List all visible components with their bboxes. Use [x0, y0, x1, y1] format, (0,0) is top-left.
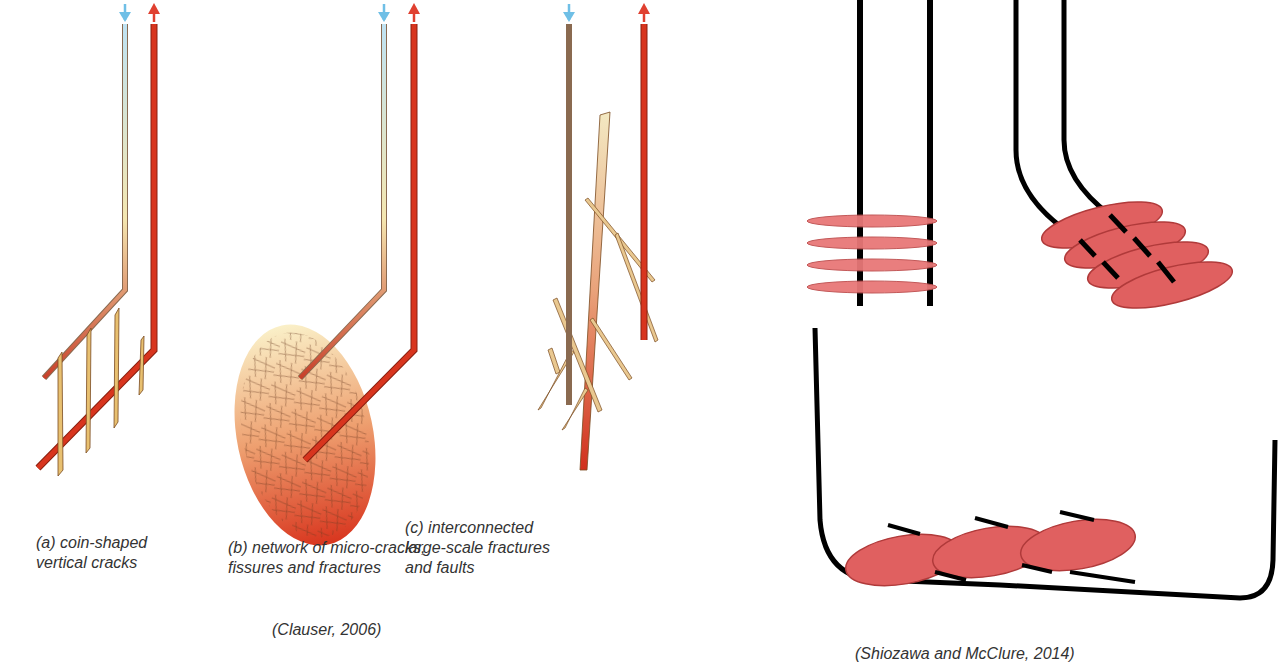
outflow-arrow-head: [148, 3, 160, 14]
panel-caption: (c) interconnected large-scale fractures…: [405, 518, 573, 578]
vertical-cracks: [58, 308, 144, 476]
fractures: [538, 198, 658, 430]
panel-c: [538, 3, 658, 470]
injection-well: [300, 24, 384, 378]
outflow-arrow: [638, 3, 650, 14]
inflow-arrow-head: [119, 12, 131, 22]
panel-vertical-wells: [807, 0, 937, 306]
well-segments: [888, 512, 1135, 582]
source-citation: (Clauser, 2006): [272, 620, 472, 640]
source-citation: (Shiozawa and McClure, 2014): [855, 644, 1215, 664]
production-well: [38, 24, 154, 468]
production-well: [642, 24, 647, 340]
panel-a: [38, 3, 160, 476]
stimulated-volume: [215, 311, 395, 558]
fault: [580, 112, 610, 470]
horizontal-well: [815, 328, 1275, 598]
outflow-arrow: [408, 3, 420, 14]
well-segments: [1080, 215, 1174, 282]
hydraulic-fractures: [807, 215, 937, 293]
injection-well: [567, 24, 571, 405]
panel-deviated-wells: [1016, 0, 1237, 317]
injection-well: [44, 24, 125, 378]
panel-caption: (a) coin-shaped vertical cracks: [36, 533, 176, 573]
inflow-arrow: [378, 12, 390, 22]
micro-crack-network: [223, 320, 388, 549]
production-well: [305, 24, 414, 460]
deviated-wells: [1016, 0, 1110, 240]
panel-horizontal-well: [815, 328, 1275, 598]
inflow-arrow: [563, 12, 575, 22]
hydraulic-fractures: [842, 511, 1140, 593]
panel-b: [215, 3, 420, 559]
hydraulic-fractures: [1037, 193, 1236, 318]
